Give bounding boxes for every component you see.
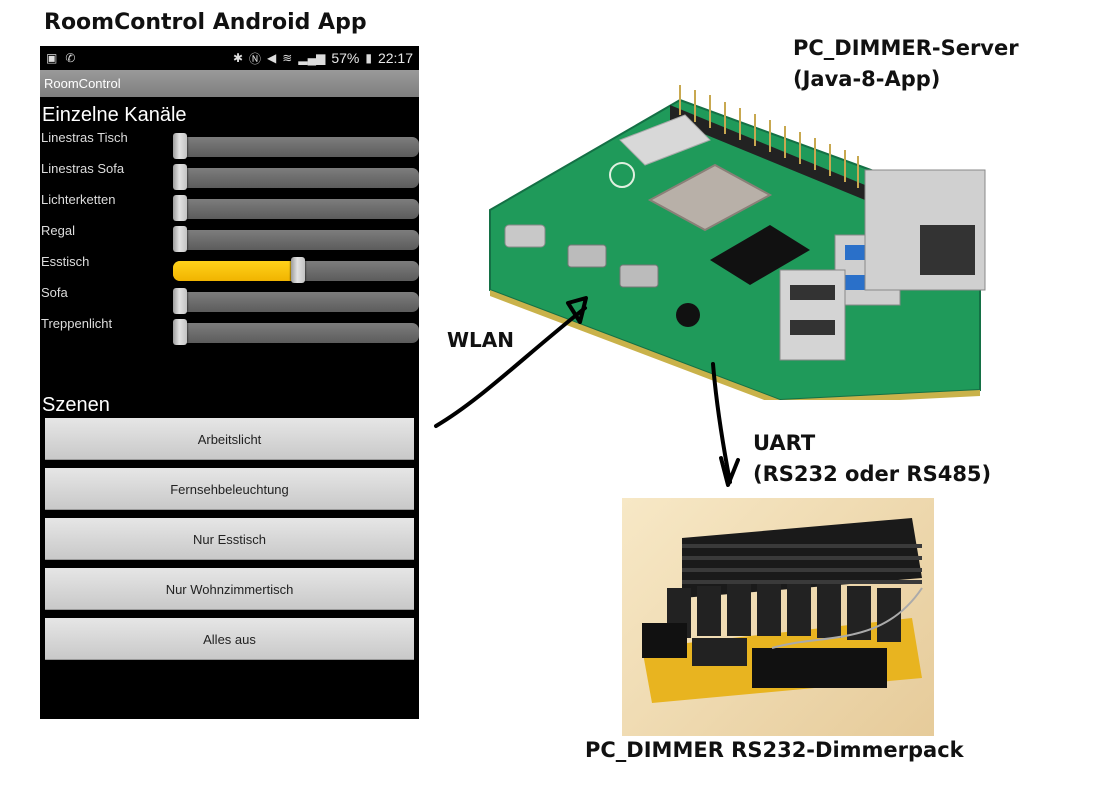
ram-chip (710, 225, 810, 285)
slider-thumb[interactable] (173, 164, 187, 190)
relay (692, 638, 747, 666)
gpio-header (670, 85, 865, 200)
slider-thumb[interactable] (291, 257, 306, 283)
channel-row: Lichterketten (40, 190, 419, 221)
channel-row: Linestras Tisch (40, 128, 419, 159)
channel-slider[interactable] (173, 195, 419, 221)
slider-thumb[interactable] (173, 133, 187, 159)
scene-button[interactable]: Alles aus (45, 618, 414, 660)
channel-slider[interactable] (173, 319, 419, 345)
channel-label: Linestras Sofa (41, 161, 125, 176)
channel-slider[interactable] (173, 288, 419, 314)
uart-label-line2: (RS232 oder RS485) (753, 462, 992, 486)
channel-label: Linestras Tisch (41, 130, 128, 145)
soc-chip (647, 163, 773, 232)
channel-row: Sofa (40, 283, 419, 314)
android-phone-screen: ▣ ✆ ✱ Ⓝ ◀ ≋ ▂▄▆ 57% ▮ 22:17 RoomControl … (40, 46, 419, 719)
heatsink (682, 518, 922, 598)
channel-label: Sofa (41, 285, 68, 300)
scene-button[interactable]: Fernsehbeleuchtung (45, 468, 414, 510)
slider-thumb[interactable] (173, 319, 187, 345)
bluetooth-icon: ✱ (232, 51, 244, 65)
scenes-heading: Szenen (42, 394, 110, 416)
channel-label: Esstisch (41, 254, 90, 269)
scene-button[interactable]: Nur Esstisch (45, 518, 414, 560)
channel-slider[interactable] (173, 164, 419, 190)
scene-button[interactable]: Arbeitslicht (45, 418, 414, 460)
battery-icon: ▮ (365, 51, 372, 65)
clock: 22:17 (377, 50, 413, 66)
dimmerpack-image (622, 498, 934, 736)
micro-hdmi-port-2 (619, 264, 659, 288)
slider-thumb[interactable] (173, 226, 187, 252)
usb-c-port (504, 224, 546, 248)
uart-label-line1: UART (753, 431, 816, 455)
channels-heading: Einzelne Kanäle (42, 104, 187, 126)
server-title-line1: PC_DIMMER-Server (793, 36, 1019, 60)
raspberry-logo (609, 162, 635, 188)
slider-thumb[interactable] (173, 195, 187, 221)
uart-label: UART (RS232 oder RS485) (753, 428, 991, 490)
channel-label: Treppenlicht (41, 316, 113, 331)
audio-jack (676, 303, 700, 327)
signal-icon: ▂▄▆ (298, 51, 326, 65)
terminal-block-output (752, 648, 887, 688)
app-title: RoomControl Android App (44, 10, 367, 35)
battery-percent: 57% (331, 50, 360, 66)
channel-row: Esstisch (40, 252, 419, 283)
channel-slider[interactable] (173, 226, 419, 252)
channel-row: Linestras Sofa (40, 159, 419, 190)
wlan-label: WLAN (447, 328, 515, 352)
wires (771, 587, 923, 649)
terminal-block-input (642, 623, 687, 658)
channel-label: Regal (41, 223, 75, 238)
slider-fill (173, 261, 299, 281)
wifi-icon: ≋ (282, 51, 293, 65)
missed-call-icon: ✆ (65, 51, 76, 65)
channel-label: Lichterketten (41, 192, 116, 207)
channel-slider[interactable] (173, 133, 419, 159)
raspberry-pi-image (489, 85, 986, 400)
channel-row: Treppenlicht (40, 314, 419, 345)
status-bar: ▣ ✆ ✱ Ⓝ ◀ ≋ ▂▄▆ 57% ▮ 22:17 (40, 46, 419, 70)
server-title: PC_DIMMER-Server (Java-8-App) (793, 33, 1019, 95)
server-title-line2: (Java-8-App) (793, 67, 941, 91)
sim-card-icon: ▣ (46, 51, 58, 65)
micro-hdmi-port-1 (567, 244, 607, 268)
scene-button[interactable]: Nur Wohnzimmertisch (45, 568, 414, 610)
wifi-module (619, 114, 711, 166)
action-bar-title: RoomControl (40, 70, 419, 97)
nfc-icon: Ⓝ (249, 51, 262, 66)
slider-thumb[interactable] (173, 288, 187, 314)
triacs (667, 584, 901, 642)
dimmer-title: PC_DIMMER RS232-Dimmerpack (585, 738, 964, 762)
channel-slider[interactable] (173, 257, 419, 283)
channel-row: Regal (40, 221, 419, 252)
mute-icon: ◀ (267, 51, 277, 65)
